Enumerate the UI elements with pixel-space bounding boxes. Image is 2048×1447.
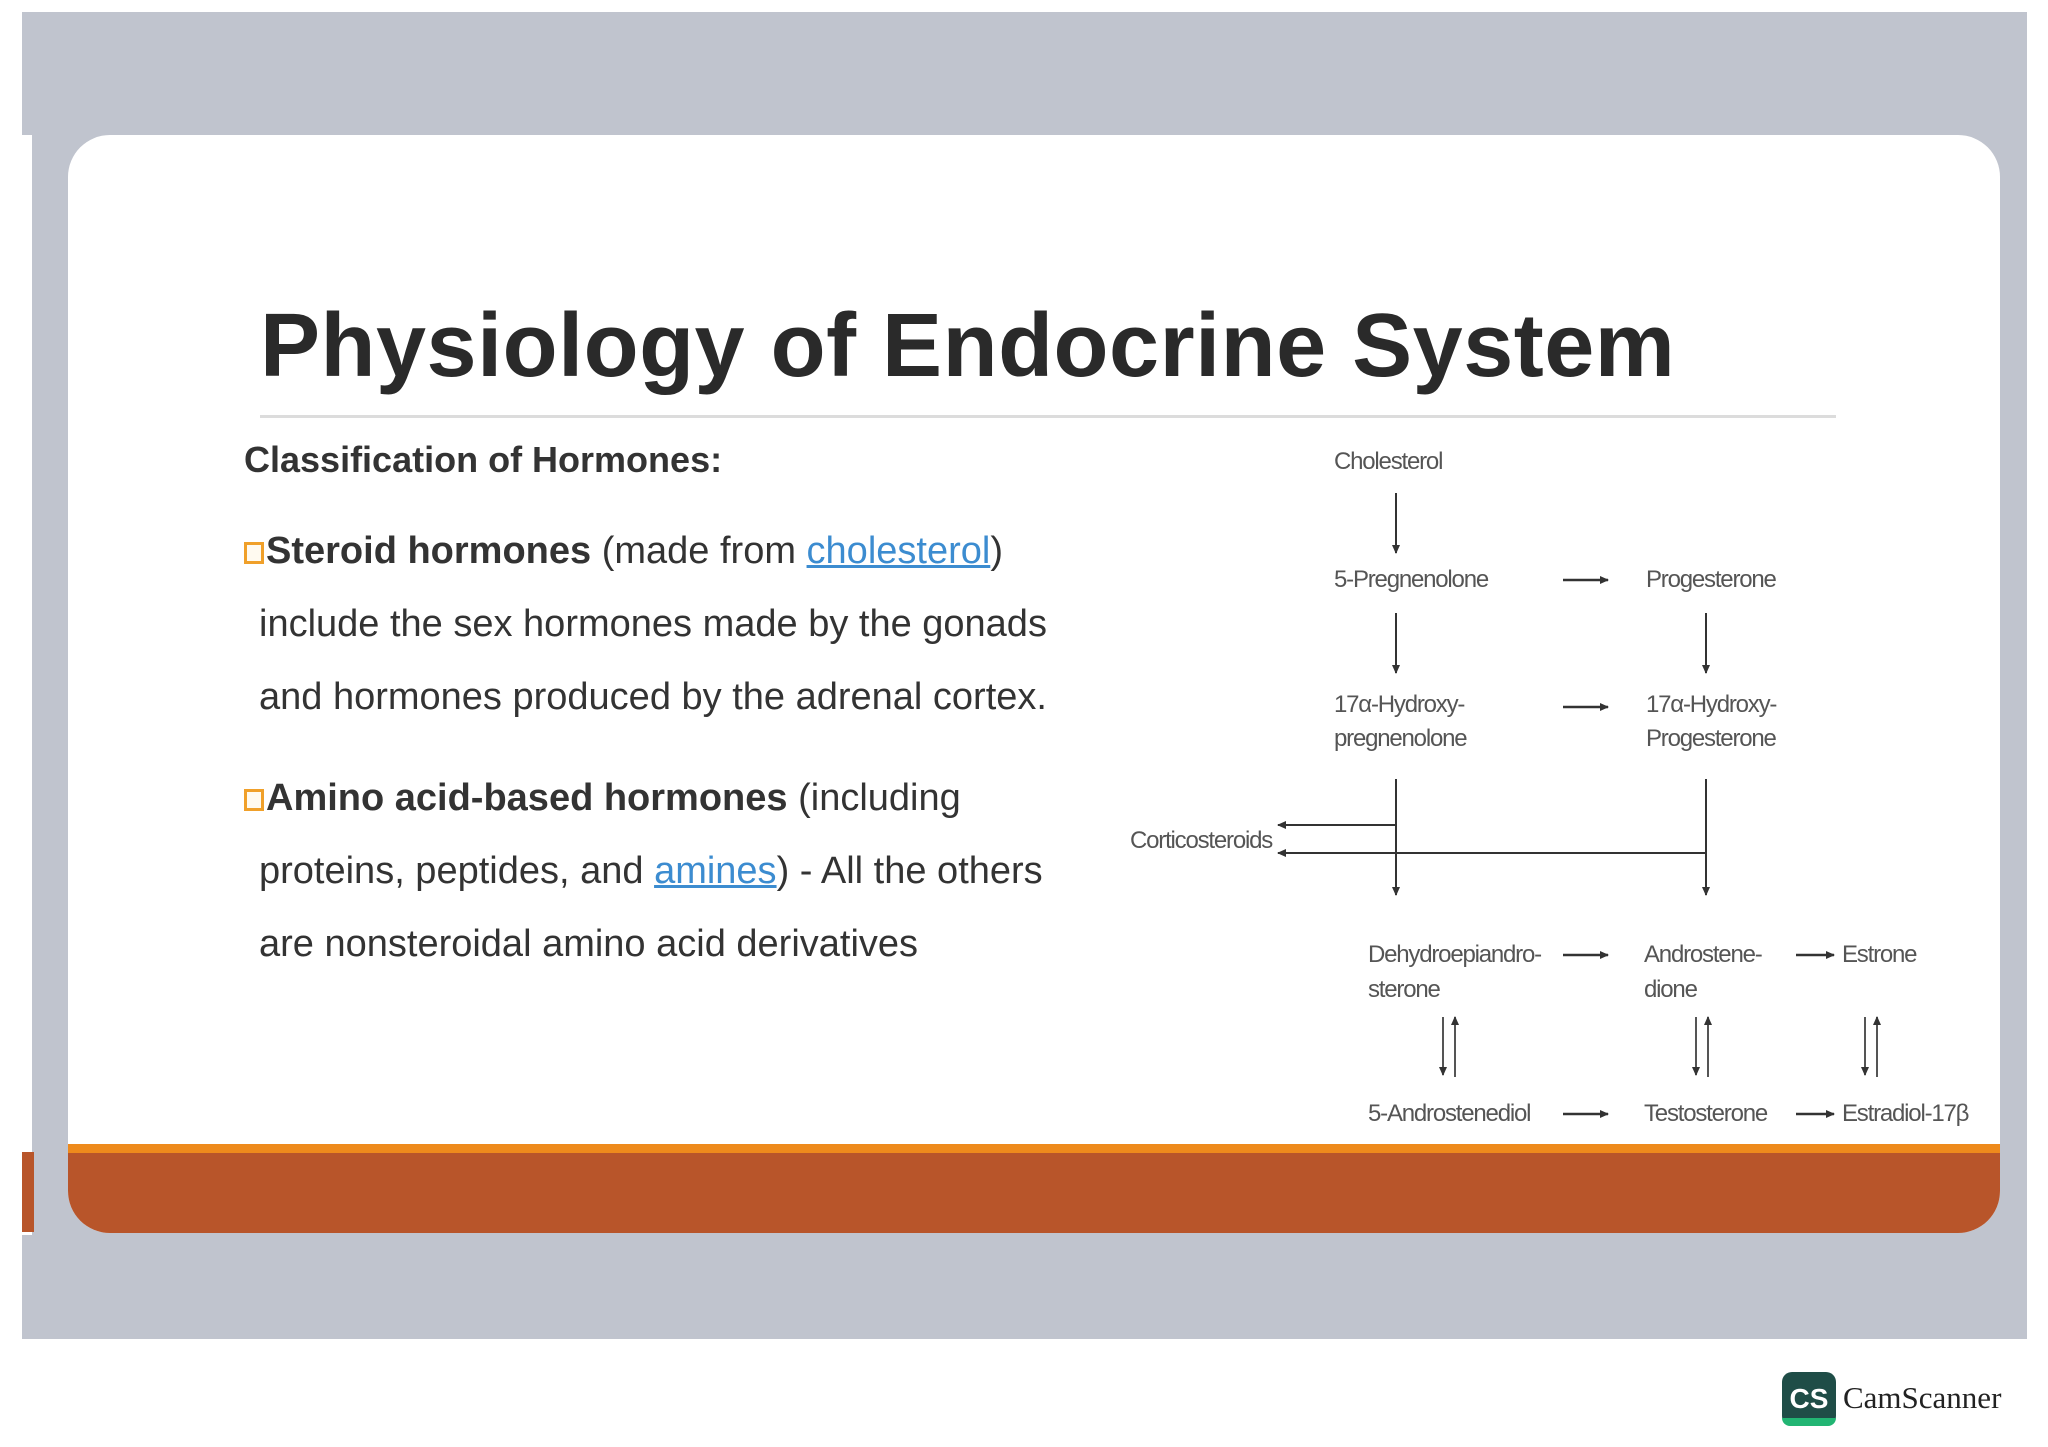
camscanner-watermark-text: CamScanner [1843, 1380, 2002, 1415]
node-androstenedione-line2: dione [1644, 976, 1698, 1003]
node-androstenediol: 5-Androstenediol [1368, 1100, 1530, 1127]
bullet-heading: Steroid hormones [266, 530, 592, 572]
title-divider [260, 415, 1836, 418]
node-hydroxypregnenolone-line2: pregnenolone [1334, 725, 1467, 752]
bullet-text: (including [787, 777, 961, 819]
bullet-text: proteins, peptides, and [259, 850, 655, 892]
node-dhea-line1: Dehydroepiandro- [1368, 941, 1541, 968]
bullet-line: include the sex hormones made by the gon… [259, 603, 1047, 645]
bullet-line: proteins, peptides, and amines) - All th… [244, 835, 1104, 908]
node-pregnenolone: 5-Pregnenolone [1334, 566, 1489, 593]
node-testosterone: Testosterone [1644, 1100, 1768, 1127]
bullet-text: ) [990, 530, 1003, 572]
left-edge-strip [22, 135, 32, 1235]
bullet-text: ) - All the others [776, 850, 1043, 892]
bullet-line: and hormones produced by the adrenal cor… [259, 676, 1047, 718]
camscanner-logo-accent [1782, 1418, 1836, 1426]
node-dhea-line2: sterone [1368, 976, 1441, 1003]
left-edge-accent [22, 1152, 34, 1232]
amines-link[interactable]: amines [654, 850, 777, 892]
camscanner-logo-icon: CS [1782, 1372, 1836, 1426]
node-progesterone: Progesterone [1646, 566, 1777, 593]
node-cholesterol: Cholesterol [1334, 448, 1442, 475]
cholesterol-link[interactable]: cholesterol [806, 530, 991, 572]
node-hydroxypregnenolone-line1: 17α-Hydroxy- [1334, 691, 1464, 718]
bullet-line: Amino acid-based hormones (including [244, 762, 1104, 835]
node-hydroxyprogesterone-line2: Progesterone [1646, 725, 1777, 752]
node-estrone: Estrone [1842, 941, 1917, 968]
slide-title: Physiology of Endocrine System [260, 296, 1676, 396]
node-estradiol: Estradiol-17β [1842, 1100, 1969, 1127]
bullet-line: are nonsteroidal amino acid derivatives [259, 923, 919, 965]
bullet-heading: Amino acid-based hormones [266, 777, 788, 819]
bullet-amino-acid-hormones: Amino acid-based hormones (including pro… [244, 762, 1104, 981]
checkbox-bullet-icon [244, 789, 264, 811]
slide-footer-band [68, 1144, 2000, 1233]
bullet-steroid-hormones: Steroid hormones (made from cholesterol)… [244, 515, 1104, 734]
slide: Physiology of Endocrine System Classific… [68, 135, 2000, 1233]
node-hydroxyprogesterone-line1: 17α-Hydroxy- [1646, 691, 1776, 718]
slide-subtitle: Classification of Hormones: [244, 439, 723, 480]
node-androstenedione-line1: Androstene- [1644, 941, 1762, 968]
checkbox-bullet-icon [244, 542, 264, 564]
steroid-pathway-diagram: Cholesterol 5-Pregnenolone Progesterone … [1130, 448, 1970, 1127]
bullet-line: Steroid hormones (made from cholesterol) [244, 515, 1104, 588]
node-corticosteroids: Corticosteroids [1130, 827, 1273, 854]
bullet-text: (made from [591, 530, 807, 572]
